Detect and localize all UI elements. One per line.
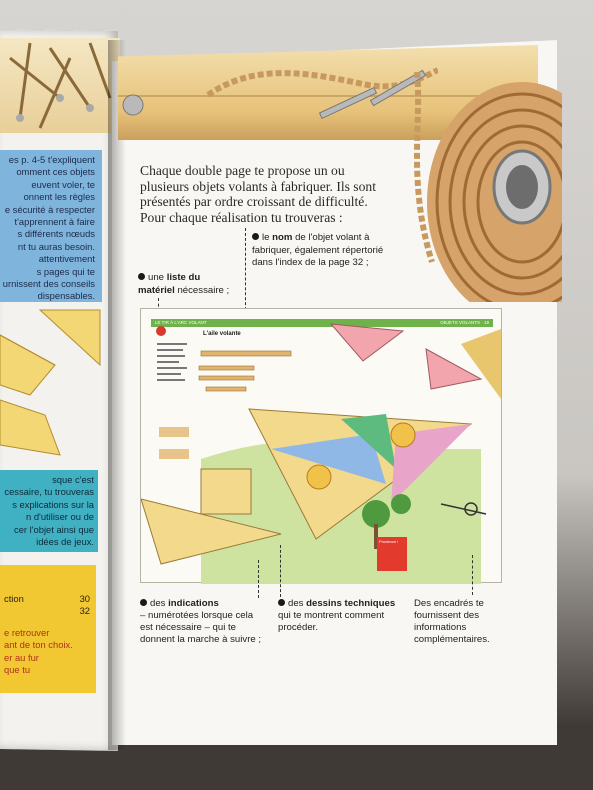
teal-line: cessaire, tu trouveras: [4, 486, 94, 498]
teal-line: n d'utiliser ou de: [26, 511, 94, 523]
label-nom: le nom de l'objet volant à fabriquer, ég…: [252, 232, 383, 270]
pointer-line: [280, 545, 281, 597]
blue-line: t'apprennent à faire: [14, 216, 96, 228]
intro-paragraph: Chaque double page te propose un ou plus…: [140, 163, 420, 225]
label-line: procéder.: [278, 622, 319, 633]
example-red-box-title: Prudence !: [379, 539, 399, 544]
label-line: qui te montrent comment: [278, 610, 385, 621]
example-title: L'aile volante: [203, 331, 241, 337]
red-line: e retrouver: [4, 627, 50, 638]
teal-line: s explications sur la: [12, 498, 94, 510]
left-teal-info-box: sque c'est cessaire, tu trouveras s expl…: [0, 470, 98, 552]
blue-line: e sécurité à respecter: [4, 203, 95, 215]
label-bold: dessins techniques: [306, 598, 396, 609]
label-bold: liste du: [166, 272, 201, 283]
toc-label: ction: [4, 593, 24, 604]
wood-grain: [118, 95, 538, 97]
label-text: de l'objet volant à: [292, 232, 370, 243]
blue-line: euvent voler, te: [31, 178, 95, 190]
label-text: une: [148, 272, 167, 283]
label-text: des: [150, 598, 169, 609]
rope-spool-illustration: [414, 71, 562, 302]
pointer-line: [245, 228, 246, 320]
label-encadres: Des encadrés te fournissent des informat…: [414, 598, 490, 646]
bullet-icon: [138, 273, 145, 280]
left-blue-info-box: es p. 4-5 t'expliquent omment ces objets…: [0, 150, 102, 302]
example-header-left: LE TIR À L'ARC VOLANT: [155, 320, 207, 325]
label-line: Des encadrés te: [414, 598, 484, 609]
rope-and-screws-illustration: [122, 67, 438, 120]
intro-line: Pour chaque réalisation tu trouveras :: [140, 209, 343, 225]
label-line: – numérotées lorsque cela: [140, 610, 254, 621]
label-bold: indications: [168, 598, 219, 609]
label-text: le: [262, 232, 273, 243]
label-materiel: une liste du matériel nécessaire ;: [138, 272, 229, 297]
left-yellow-toc-box: ction 30 32 e retrouver ant de ton choix…: [0, 565, 96, 693]
teal-line: cer l'objet ainsi que: [14, 523, 94, 535]
blue-line: dispensables.: [37, 290, 95, 302]
label-line: des indications: [140, 598, 261, 610]
intro-line: plusieurs objets volants à fabriquer. Il…: [140, 178, 376, 194]
example-header-bar: LE TIR À L'ARC VOLANT OBJETS VOLANTS · 1…: [151, 319, 493, 327]
intro-line: présentés par ordre croissant de difficu…: [140, 194, 368, 210]
left-folding-illustration: [0, 305, 110, 465]
label-text: dans l'index de la page 32 ;: [252, 257, 369, 268]
toc-row: ction 30: [0, 593, 96, 605]
example-spread-thumbnail: LE TIR À L'ARC VOLANT OBJETS VOLANTS · 1…: [140, 308, 502, 584]
blue-line: onnent les règles: [23, 191, 95, 203]
red-line: er au fur: [4, 651, 39, 663]
example-header-right: OBJETS VOLANTS · 19: [440, 320, 489, 325]
blue-line: urnissent des conseils: [2, 278, 95, 290]
toc-row: 32: [0, 605, 96, 617]
bullet-icon: [278, 599, 285, 606]
label-line: donnent la marche à suivre ;: [140, 634, 262, 645]
label-text: nécessaire ;: [174, 284, 230, 296]
red-line: que tu: [4, 664, 31, 676]
toc-page: 32: [79, 605, 90, 616]
red-line: ant de ton choix.: [4, 639, 73, 651]
label-bold: matériel: [138, 284, 175, 296]
example-illustration: [141, 323, 501, 584]
teal-line: sque c'est: [52, 474, 94, 485]
label-text: fabriquer, également répertorié: [252, 244, 384, 256]
blue-line: omment ces objets: [16, 166, 95, 178]
blue-line: es p. 4-5 t'expliquent: [8, 154, 95, 165]
left-wood-illustration: [0, 38, 120, 133]
label-line: informations: [414, 622, 467, 633]
pointer-line: [258, 560, 259, 598]
toc-page: 30: [79, 593, 90, 604]
pointer-line: [472, 555, 473, 595]
intro-line: Chaque double page te propose un ou: [140, 163, 345, 178]
blue-line: attentivement: [38, 253, 95, 265]
label-line: fournissent des: [414, 610, 480, 621]
bullet-icon: [252, 233, 259, 240]
bullet-icon: [140, 599, 147, 606]
example-red-box: Prudence !: [377, 537, 407, 571]
label-indications: des indications – numérotées lorsque cel…: [140, 598, 261, 646]
label-line: est nécessaire – qui te: [140, 622, 236, 633]
blue-line: s pages qui te: [36, 265, 95, 277]
label-dessins: des dessins techniques qui te montrent c…: [278, 598, 395, 634]
label-line: des dessins techniques: [278, 598, 395, 610]
label-line: complémentaires.: [414, 634, 490, 645]
blue-line: nt tu auras besoin.: [17, 240, 95, 252]
teal-line: idées de jeux.: [36, 536, 94, 548]
blue-line: s différents nœuds: [17, 228, 95, 240]
spine-shadow: [108, 40, 126, 750]
red-text-block: e retrouver ant de ton choix. er au fur …: [0, 627, 96, 677]
label-bold: nom: [272, 232, 293, 243]
label-text: des: [288, 598, 307, 609]
